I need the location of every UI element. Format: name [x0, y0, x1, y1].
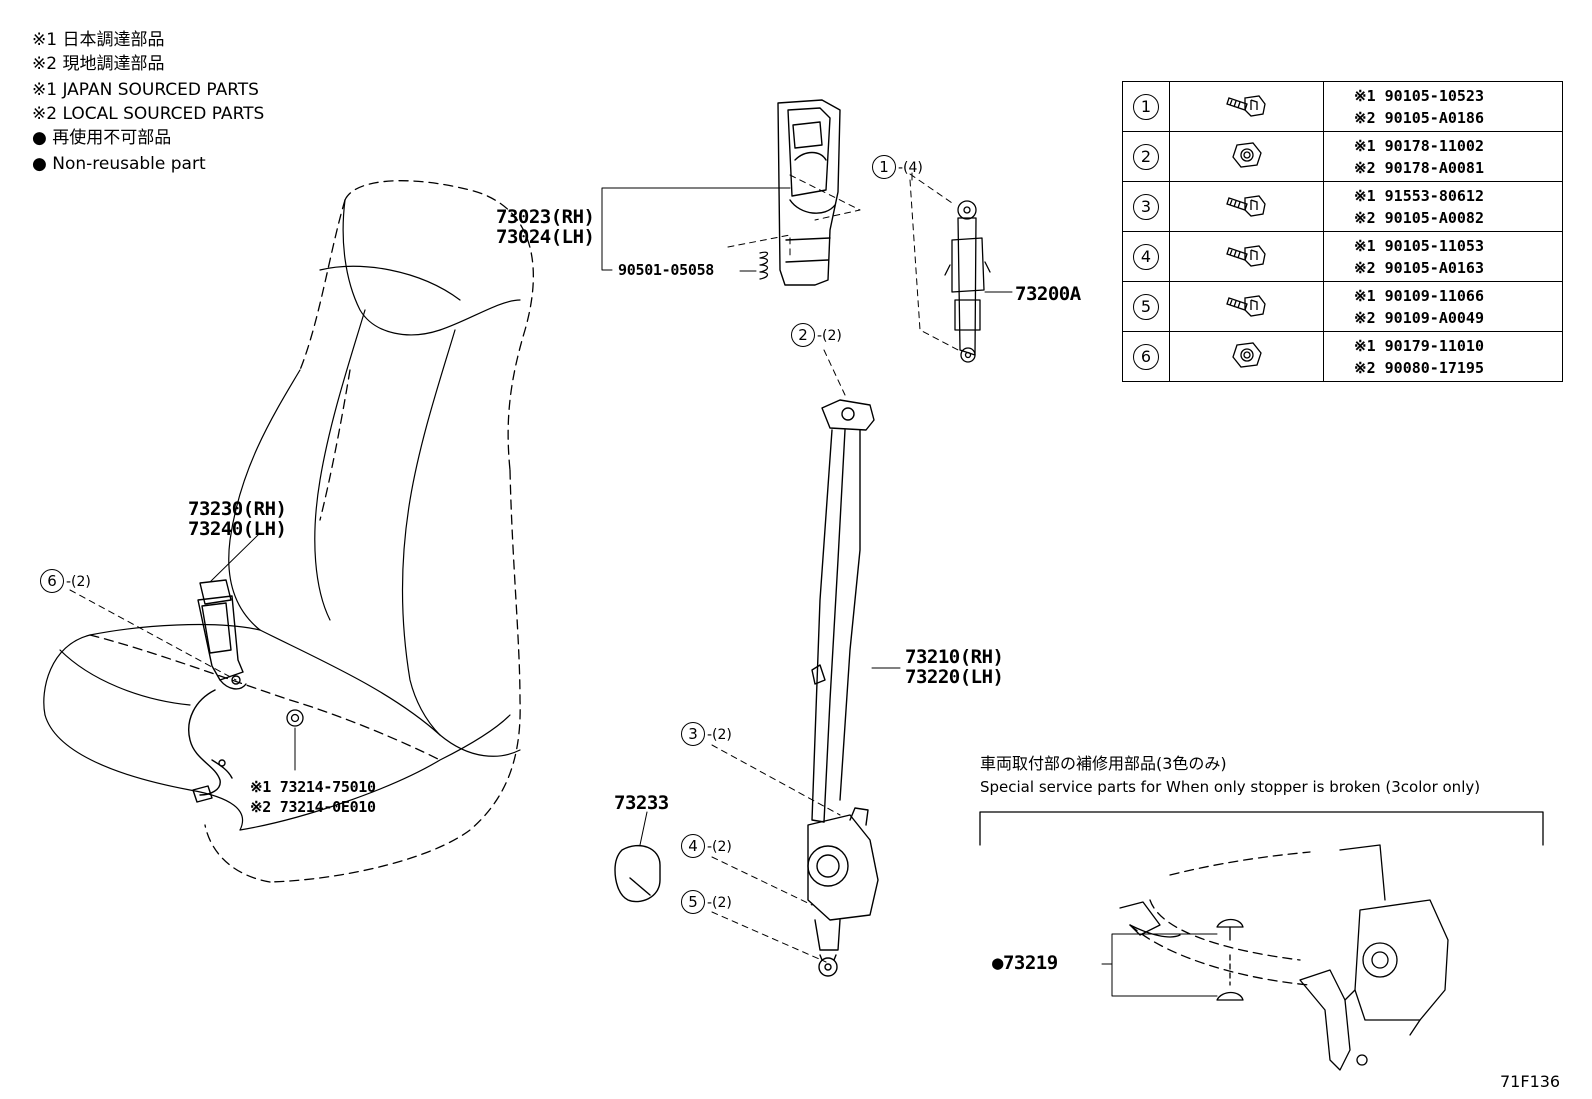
fastener-part-japan: ※1 90105-10523 — [1354, 86, 1484, 105]
fastener-icon-cell — [1169, 231, 1324, 282]
label-cap: 73233 — [614, 792, 669, 814]
fastener-row: 1 ※1 90105-10523 ※2 90105-A0186 — [1122, 81, 1563, 132]
bolt-icon — [1225, 244, 1269, 276]
fastener-ref: 1 — [1133, 93, 1159, 120]
label-cover-lh: 73024(LH) — [496, 226, 595, 248]
fastener-ref: 2 — [1133, 143, 1159, 170]
fastener-part-japan: ※1 91553-80612 — [1354, 186, 1484, 205]
seat-back — [43, 199, 521, 831]
fastener-ref-cell: 2 — [1122, 131, 1170, 182]
fastener-icon-cell — [1169, 281, 1324, 332]
legend-nonreuse-jp: ● 再使用不可部品 — [32, 128, 172, 148]
buckle-assembly — [188, 579, 247, 803]
label-anchor: 73200A — [1015, 283, 1081, 305]
fastener-icon-cell — [1169, 81, 1324, 132]
pillar-cover — [777, 99, 841, 286]
bolt-icon — [1225, 94, 1269, 126]
callout-qty-5: -(2) — [707, 895, 732, 911]
fastener-part-numbers: ※1 90105-11053 ※2 90105-A0163 — [1323, 231, 1563, 282]
fastener-part-japan: ※1 90178-11002 — [1354, 136, 1484, 155]
bolt-icon — [1225, 294, 1269, 326]
fastener-part-numbers: ※1 91553-80612 ※2 90105-A0082 — [1323, 181, 1563, 232]
nut-icon — [1229, 141, 1265, 175]
fastener-ref: 5 — [1133, 293, 1159, 320]
label-belt-rh: 73210(RH) — [905, 646, 1004, 668]
fastener-ref-cell: 5 — [1122, 281, 1170, 332]
legend-japan-en: ※1 JAPAN SOURCED PARTS — [32, 80, 259, 100]
fastener-ref-cell: 3 — [1122, 181, 1170, 232]
washer-part — [286, 709, 304, 727]
callout-qty-2: -(2) — [817, 328, 842, 344]
callout-circle-5: 5 — [681, 890, 705, 914]
fastener-icon-cell — [1169, 331, 1324, 382]
fastener-ref: 3 — [1133, 193, 1159, 220]
fastener-row: 2 ※1 90178-11002 ※2 90178-A0081 — [1122, 131, 1563, 182]
fastener-part-local: ※2 90080-17195 — [1354, 358, 1484, 377]
section-frame — [979, 811, 1544, 846]
fastener-part-local: ※2 90105-A0186 — [1354, 108, 1484, 127]
fastener-icon-cell — [1169, 181, 1324, 232]
callout-circle-4: 4 — [681, 834, 705, 858]
fastener-row: 4 ※1 90105-11053 ※2 90105-A0163 — [1122, 231, 1563, 282]
nut-icon — [1229, 341, 1265, 375]
fastener-ref-cell: 6 — [1122, 331, 1170, 382]
callout-circle-6: 6 — [40, 569, 64, 593]
legend-japan-jp: ※1 日本調達部品 — [32, 30, 165, 50]
fastener-ref: 6 — [1133, 343, 1159, 370]
legend-local-en: ※2 LOCAL SOURCED PARTS — [32, 104, 265, 124]
anchor-bracket — [944, 200, 991, 363]
legend-nonreuse-en: ● Non-reusable part — [32, 154, 206, 174]
fastener-part-numbers: ※1 90178-11002 ※2 90178-A0081 — [1323, 131, 1563, 182]
callout-circle-3: 3 — [681, 722, 705, 746]
fastener-ref-cell: 1 — [1122, 81, 1170, 132]
callout-qty-1: -(4) — [898, 160, 923, 176]
seatbelt-assembly — [807, 399, 879, 977]
seat-hidden-lines — [89, 369, 441, 761]
fastener-part-local: ※2 90178-A0081 — [1354, 158, 1484, 177]
fastener-part-japan: ※1 90179-11010 — [1354, 336, 1484, 355]
cap-part — [614, 845, 661, 903]
callout-qty-4: -(2) — [707, 839, 732, 855]
label-cover-rh: 73023(RH) — [496, 206, 595, 228]
seat-outline — [204, 180, 534, 883]
fastener-part-local: ※2 90105-A0082 — [1354, 208, 1484, 227]
fastener-ref-cell: 4 — [1122, 231, 1170, 282]
label-buckle-lh: 73240(LH) — [188, 518, 287, 540]
callout-qty-3: -(2) — [707, 727, 732, 743]
callout-circle-1: 1 — [872, 155, 896, 179]
bolt-icon — [1225, 194, 1269, 226]
fastener-row: 5 ※1 90109-11066 ※2 90109-A0049 — [1122, 281, 1563, 332]
diagram-code: 71F136 — [1500, 1072, 1561, 1091]
fastener-table: 1 ※1 90105-10523 ※2 90105-A0186 2 ※1 90178-1… — [1122, 81, 1563, 382]
fastener-part-numbers: ※1 90105-10523 ※2 90105-A0186 — [1323, 81, 1563, 132]
label-buckle-rh: 73230(RH) — [188, 498, 287, 520]
special-section-title-en: Special service parts for When only stop… — [980, 778, 1481, 796]
label-spring: 90501-05058 — [618, 261, 715, 279]
fastener-part-local: ※2 90109-A0049 — [1354, 308, 1484, 327]
fastener-part-japan: ※1 90105-11053 — [1354, 236, 1484, 255]
label-washer-japan: ※1 73214-75010 — [250, 778, 376, 796]
special-section-title-jp: 車両取付部の補修用部品(3色のみ) — [980, 754, 1227, 773]
label-stopper: ●73219 — [992, 952, 1058, 974]
fastener-icon-cell — [1169, 131, 1324, 182]
fastener-row: 3 ※1 91553-80612 ※2 90105-A0082 — [1122, 181, 1563, 232]
stopper-clips — [1216, 918, 1244, 1001]
fastener-part-numbers: ※1 90179-11010 ※2 90080-17195 — [1323, 331, 1563, 382]
legend-local-jp: ※2 現地調達部品 — [32, 54, 165, 74]
fastener-part-japan: ※1 90109-11066 — [1354, 286, 1484, 305]
fastener-part-numbers: ※1 90109-11066 ※2 90109-A0049 — [1323, 281, 1563, 332]
fastener-row: 6 ※1 90179-11010 ※2 90080-17195 — [1122, 331, 1563, 382]
fastener-ref: 4 — [1133, 243, 1159, 270]
fastener-part-local: ※2 90105-A0163 — [1354, 258, 1484, 277]
spring-part — [759, 251, 769, 280]
label-belt-lh: 73220(LH) — [905, 666, 1004, 688]
callout-circle-2: 2 — [791, 323, 815, 347]
label-washer-local: ※2 73214-0E010 — [250, 798, 376, 816]
stopper-detail — [1119, 844, 1449, 1071]
callout-qty-6: -(2) — [66, 574, 91, 590]
